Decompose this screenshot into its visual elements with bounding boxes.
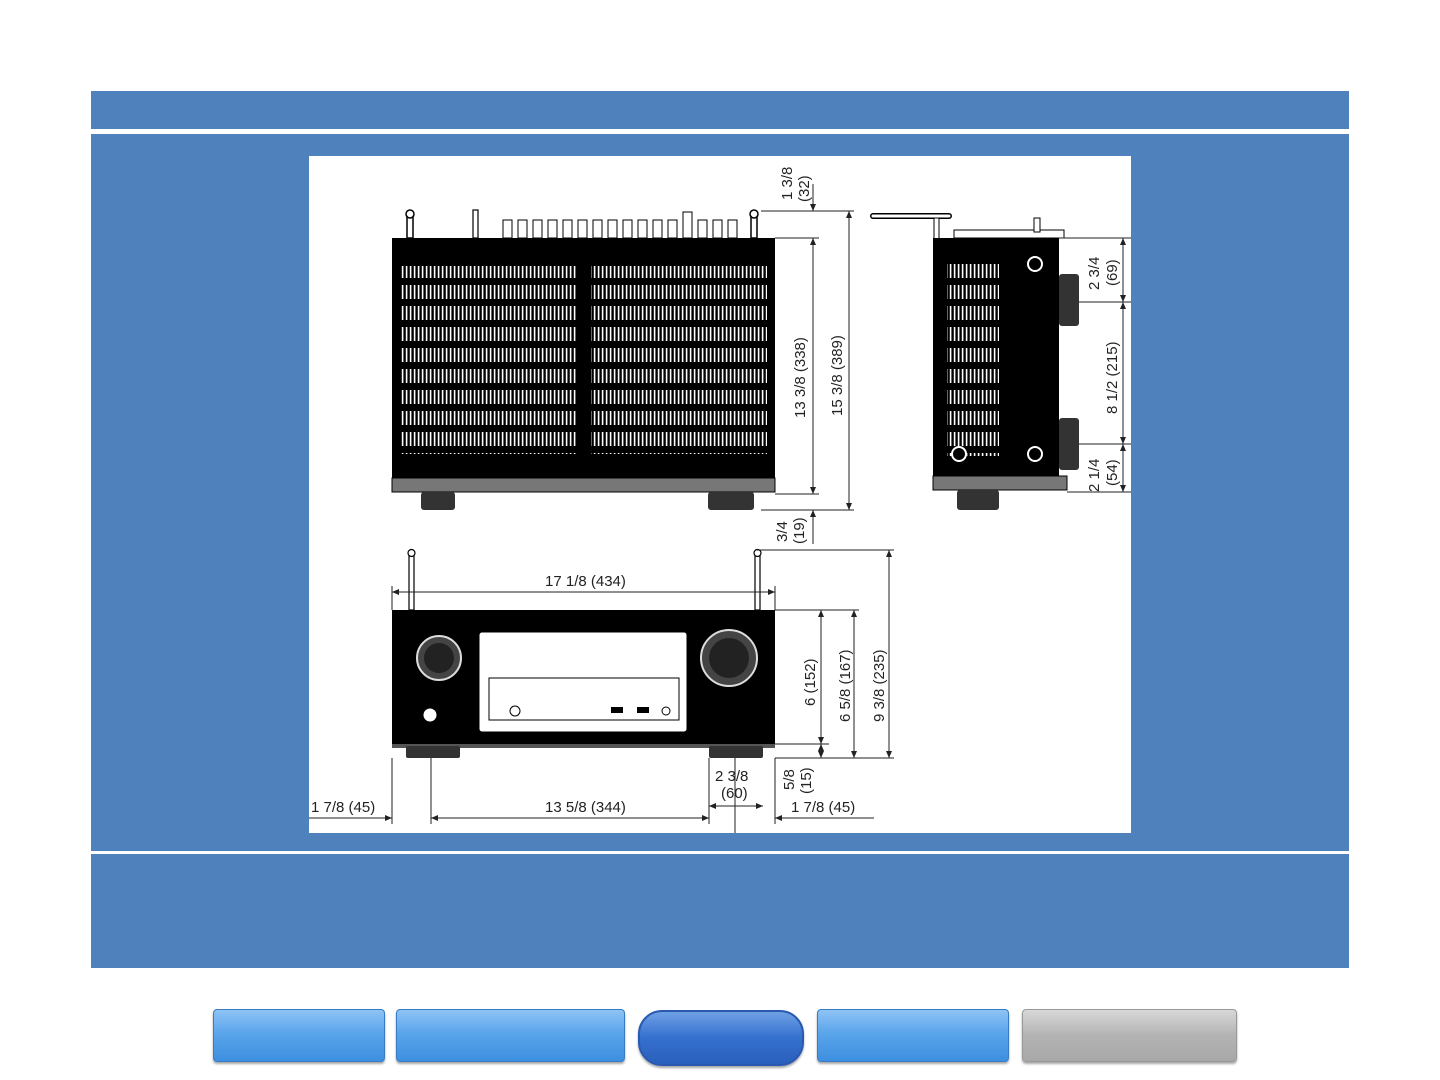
dim-top-offset-mm: (32) <box>796 175 813 202</box>
dim-right-margin: 1 7/8 (45) <box>791 799 855 816</box>
dim-height-with-feet: 6 5/8 (167) <box>837 649 854 722</box>
dim-width-total: 17 1/8 (434) <box>545 573 626 590</box>
dim-front-offset-in: 3/4 <box>774 521 791 542</box>
dim-depth-total: 15 3/8 (389) <box>829 335 846 416</box>
dim-front-offset-mm: (19) <box>791 517 808 544</box>
dimension-drawing: 1 3/8 (32) 13 3/8 (338) 15 3/8 (389) 3/4… <box>309 156 1131 833</box>
dim-side-lower-mm: (54) <box>1104 459 1121 486</box>
dim-side-mid: 8 1/2 (215) <box>1104 341 1121 414</box>
dim-foot-height-mm: (15) <box>798 767 815 794</box>
nav-button-4[interactable] <box>817 1009 1009 1062</box>
dim-height-body: 6 (152) <box>802 658 819 706</box>
dim-foot-width-mm: (60) <box>721 785 748 802</box>
dim-foot-width-in: 2 3/8 <box>715 768 748 785</box>
dim-top-offset-in: 1 3/8 <box>779 167 796 200</box>
dim-side-upper-mm: (69) <box>1104 259 1121 286</box>
nav-button-1[interactable] <box>213 1009 385 1062</box>
nav-button-5[interactable] <box>1022 1009 1237 1062</box>
dim-depth-body: 13 3/8 (338) <box>792 337 809 418</box>
dim-side-upper-in: 2 3/4 <box>1086 257 1103 290</box>
dim-left-margin: 1 7/8 (45) <box>311 799 375 816</box>
dim-side-lower-in: 2 1/4 <box>1086 459 1103 492</box>
dim-height-with-antenna: 9 3/8 (235) <box>871 649 888 722</box>
header-band <box>91 91 1349 129</box>
top-view <box>392 210 775 510</box>
dim-foot-spacing: 13 5/8 (344) <box>545 799 626 816</box>
dim-foot-height-in: 5/8 <box>781 769 798 790</box>
nav-button-2[interactable] <box>396 1009 625 1062</box>
side-view <box>873 216 1079 510</box>
nav-button-current[interactable] <box>638 1010 804 1066</box>
footer-band <box>91 854 1349 968</box>
